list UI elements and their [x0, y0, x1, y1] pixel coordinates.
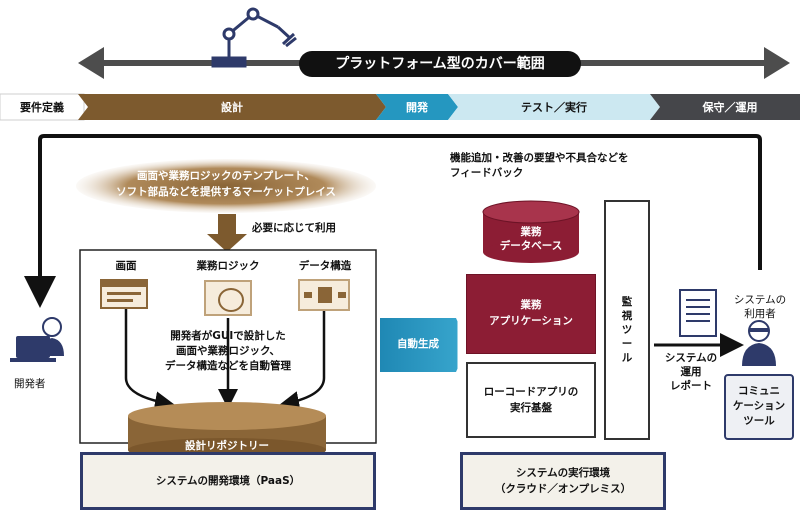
data-structure-icon: [298, 279, 350, 311]
monitoring-label-1: 監: [621, 296, 633, 308]
coverage-label: プラットフォーム型のカバー範囲: [335, 56, 545, 72]
robot-arm-icon: [211, 7, 297, 68]
data-structure-label: データ構造: [298, 260, 352, 272]
design-note-3: データ構造などを自動管理: [165, 360, 291, 372]
database-label-1: 業務: [520, 226, 542, 238]
phase-bar: [0, 93, 800, 121]
comm-tool-label-3: ツール: [743, 415, 775, 427]
phase-requirements: 要件定義: [20, 101, 64, 114]
communication-tool-box: コミュニ ケーション ツール: [724, 374, 794, 440]
marketplace-cloud: [76, 159, 376, 213]
runtime-label-2: （クラウド／オンプレミス）: [494, 483, 632, 495]
lowcode-label-2: 実行基盤: [510, 402, 552, 414]
ops-report-label-2: 運用: [680, 366, 702, 378]
screen-window-icon: [100, 279, 148, 309]
use-arrow: [207, 214, 247, 252]
logic-brain-icon: [204, 280, 252, 316]
use-as-needed-label: 必要に応じて利用: [252, 222, 336, 234]
paas-box: システムの開発環境（PaaS）: [80, 452, 376, 510]
design-note-1: 開発者がGUIで設計した: [170, 330, 286, 342]
database-label-2: データベース: [499, 240, 563, 252]
developer-label: 開発者: [14, 378, 46, 390]
auto-generate-arrow: [380, 318, 468, 372]
runtime-label-1: システムの実行環境: [515, 467, 611, 479]
screen-label: 画面: [115, 260, 137, 272]
developer-icon: [10, 317, 64, 362]
database-cylinder: [482, 200, 580, 263]
lowcode-label-1: ローコードアプリの: [483, 386, 579, 398]
monitoring-tool-box: 監 視 ツ ー ル: [604, 200, 650, 440]
application-box: 業務 アプリケーション: [466, 274, 596, 354]
design-note-2: 画面や業務ロジック、: [175, 345, 281, 357]
ops-report-label-1: システムの: [664, 352, 718, 364]
lowcode-runtime-box: ローコードアプリの 実行基盤: [466, 362, 596, 438]
feedback-text-1: 機能追加・改善の要望や不具合などを: [450, 152, 629, 164]
report-document-icon: [679, 289, 717, 337]
phase-development: 開発: [406, 101, 428, 114]
monitoring-label-4: ー: [621, 338, 633, 350]
application-label-2: アプリケーション: [489, 315, 573, 327]
coverage-arrow: [78, 47, 790, 79]
phase-test: テスト／実行: [521, 101, 587, 114]
phase-maintenance: 保守／運用: [702, 101, 758, 114]
application-label-1: 業務: [520, 299, 542, 311]
monitoring-label-5: ル: [621, 352, 633, 364]
feedback-text-2: フィードバック: [450, 167, 524, 179]
comm-tool-label-1: コミュニ: [738, 385, 780, 397]
marketplace-text-1: 画面や業務ロジックのテンプレート、: [137, 170, 315, 182]
comm-tool-label-2: ケーション: [732, 400, 786, 412]
user-label-2: 利用者: [744, 308, 776, 320]
phase-design: 設計: [221, 101, 243, 114]
auto-generate-label: 自動生成: [397, 338, 439, 350]
user-icon: [742, 320, 776, 366]
runtime-environment-box: システムの実行環境 （クラウド／オンプレミス）: [460, 452, 666, 510]
ops-report-label-3: レポート: [670, 380, 712, 392]
component-arrows: [124, 308, 326, 412]
user-label-1: システムの: [733, 294, 787, 306]
logic-label: 業務ロジック: [196, 260, 260, 272]
repository-label: 設計リポジトリー: [185, 440, 269, 452]
marketplace-text-2: ソフト部品などを提供するマーケットプレイス: [116, 186, 336, 198]
paas-label: システムの開発環境（PaaS）: [155, 475, 301, 487]
monitoring-label-3: ツ: [621, 324, 633, 336]
feedback-loop-line: [24, 134, 762, 308]
monitoring-label-2: 視: [621, 310, 633, 322]
